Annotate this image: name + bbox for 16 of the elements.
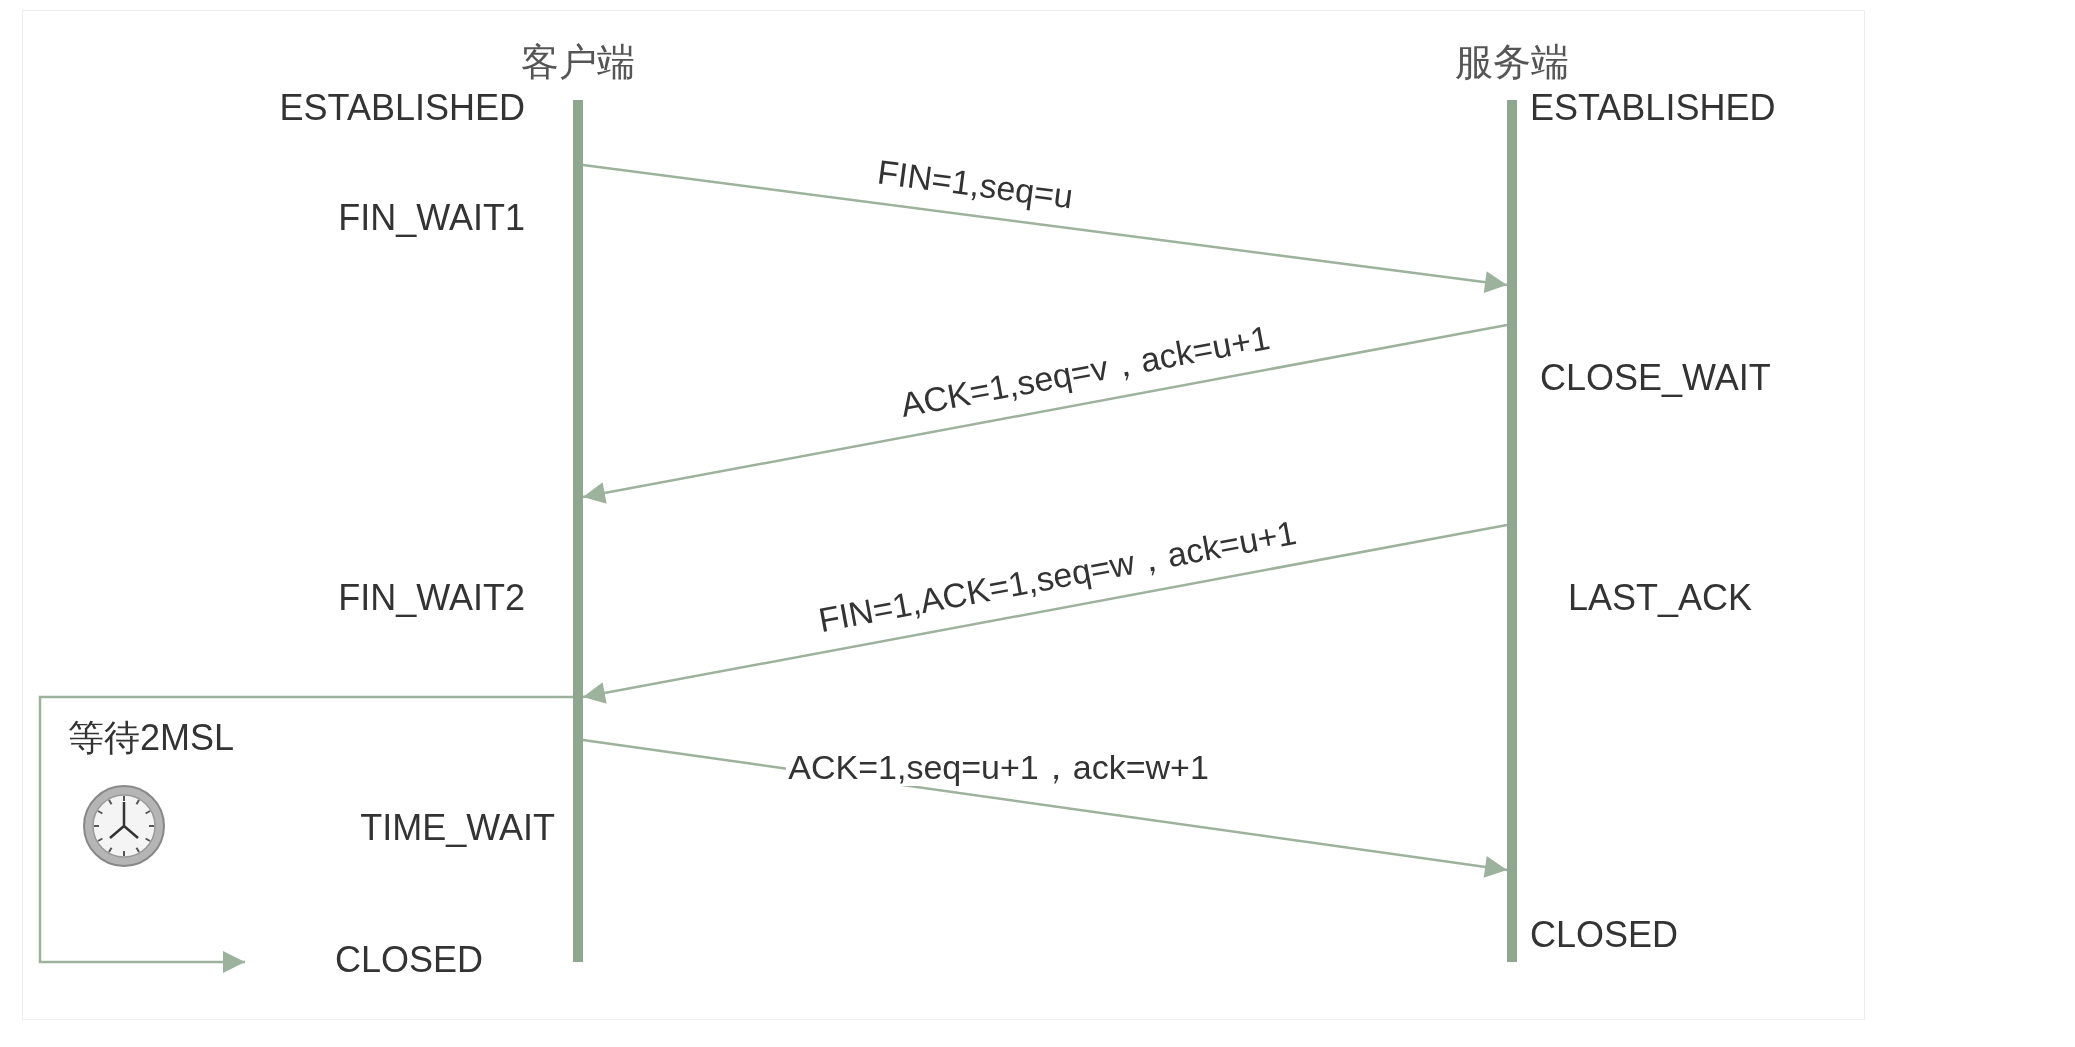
note-text: 等待2MSL bbox=[68, 718, 235, 758]
state-label: CLOSE_WAIT bbox=[1540, 358, 1771, 398]
state-label: CLOSED bbox=[1530, 915, 1679, 955]
arrow bbox=[582, 523, 1508, 704]
state-label: CLOSED bbox=[335, 940, 484, 980]
state-label: FIN_WAIT2 bbox=[338, 578, 525, 618]
state-label: ESTABLISHED bbox=[279, 88, 525, 128]
state-label: FIN_WAIT1 bbox=[338, 198, 525, 238]
state-label: ESTABLISHED bbox=[1530, 88, 1776, 128]
arrow bbox=[38, 695, 573, 973]
lifeline-label: 客户端 bbox=[520, 40, 636, 84]
state-label: TIME_WAIT bbox=[360, 808, 555, 848]
state-label: LAST_ACK bbox=[1568, 578, 1753, 618]
lifeline-label: 服务端 bbox=[1454, 40, 1570, 84]
arrow bbox=[582, 323, 1508, 504]
arrow bbox=[582, 163, 1508, 294]
